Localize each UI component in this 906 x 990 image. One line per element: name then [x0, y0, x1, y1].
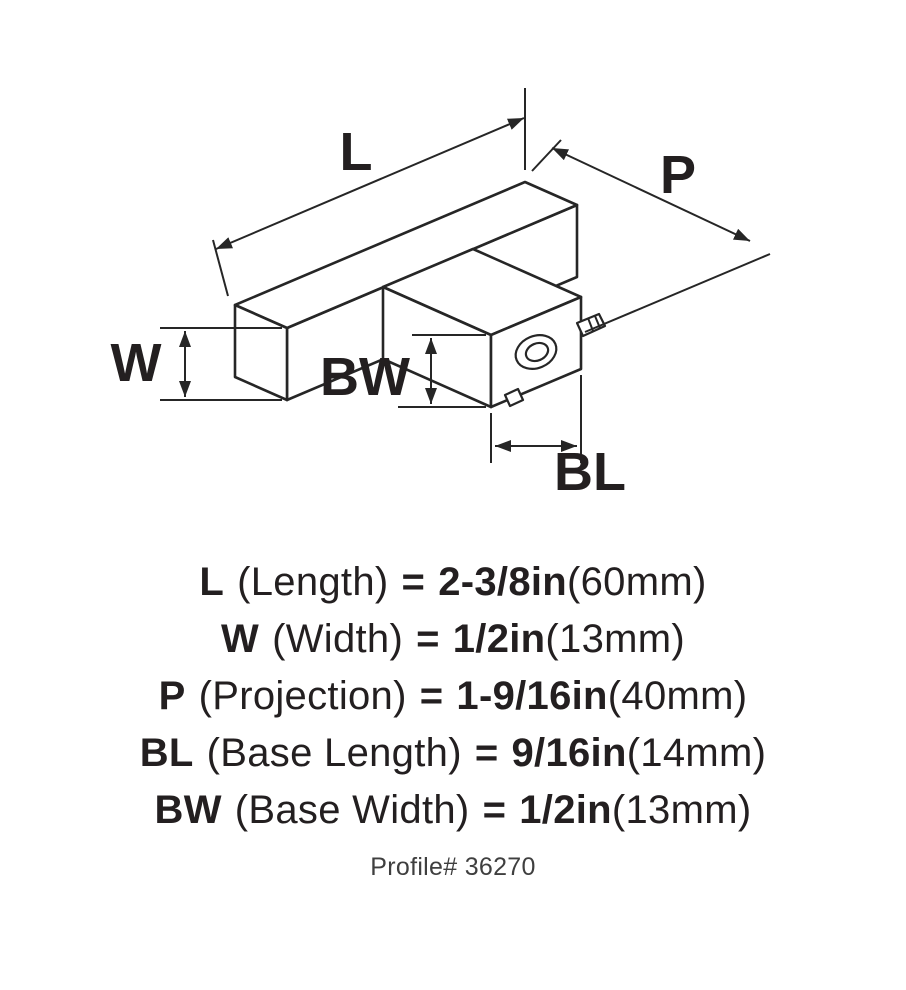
spec-row-base-length: BL (Base Length) = 9/16in (14mm): [0, 725, 906, 782]
spec-equals: =: [419, 674, 444, 718]
dim-bw-label: BW: [320, 347, 410, 407]
spec-label: (Length): [237, 560, 389, 604]
dim-l-line: [215, 117, 525, 250]
spec-metric: (40mm): [607, 674, 748, 718]
screw-hole-inner: [524, 341, 550, 363]
spec-value: 1/2in: [452, 617, 546, 661]
dim-p-line: [551, 147, 751, 242]
spec-metric: (13mm): [545, 617, 685, 661]
dim-w-label: W: [111, 333, 162, 393]
spec-label: (Width): [272, 617, 404, 661]
dim-l-label: L: [340, 122, 373, 182]
spec-row-projection: P (Projection) = 1-9/16in (40mm): [0, 668, 906, 725]
spec-label: (Base Width): [234, 788, 470, 832]
spec-value: 1-9/16in: [456, 674, 608, 718]
spec-equals: =: [482, 788, 507, 832]
spec-row-length: L (Length) = 2-3/8in (60mm): [0, 554, 906, 611]
spec-value: 1/2in: [519, 788, 612, 832]
dim-bl-label: BL: [554, 442, 626, 502]
spec-label: (Base Length): [206, 731, 462, 775]
dim-l-ext-left: [212, 239, 229, 297]
dim-p-label: P: [660, 145, 696, 205]
spec-key: BL: [139, 731, 194, 775]
profile-number: Profile# 36270: [370, 853, 536, 881]
spec-label: (Projection): [198, 674, 407, 718]
spec-equals: =: [416, 617, 440, 661]
spec-metric: (60mm): [567, 560, 707, 604]
spec-key: BW: [154, 788, 222, 832]
spec-value: 2-3/8in: [438, 560, 568, 604]
spec-equals: =: [474, 731, 499, 775]
spec-metric: (14mm): [626, 731, 767, 775]
spec-equals: =: [401, 560, 426, 604]
spec-row-base-width: BW (Base Width) = 1/2in (13mm): [0, 782, 906, 839]
spec-value: 9/16in: [511, 731, 627, 775]
dim-p-ext-upper: [531, 139, 562, 172]
dim-p-ext-lower: [584, 253, 771, 333]
spec-key: L: [199, 560, 225, 604]
spec-metric: (13mm): [611, 788, 752, 832]
dimension-spec-list: L (Length) = 2-3/8in (60mm) W (Width) = …: [0, 554, 906, 839]
spec-row-width: W (Width) = 1/2in (13mm): [0, 611, 906, 668]
spec-key: W: [221, 617, 260, 661]
knob-diagram: L P W BW BL: [111, 88, 771, 502]
base-lug-icon: [503, 387, 525, 408]
spec-key: P: [158, 674, 186, 718]
